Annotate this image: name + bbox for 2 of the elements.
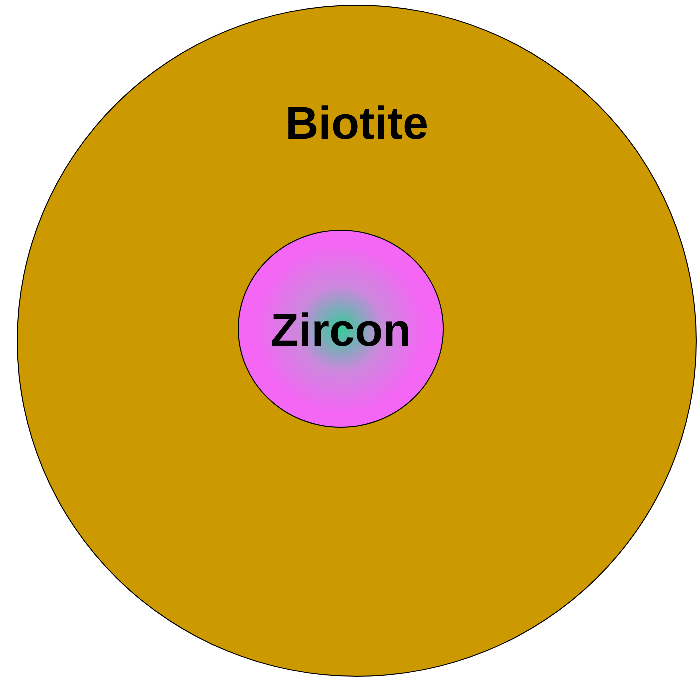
mineral-label: Zircon bbox=[270, 303, 412, 357]
mineral-label: Biotite bbox=[285, 96, 429, 150]
